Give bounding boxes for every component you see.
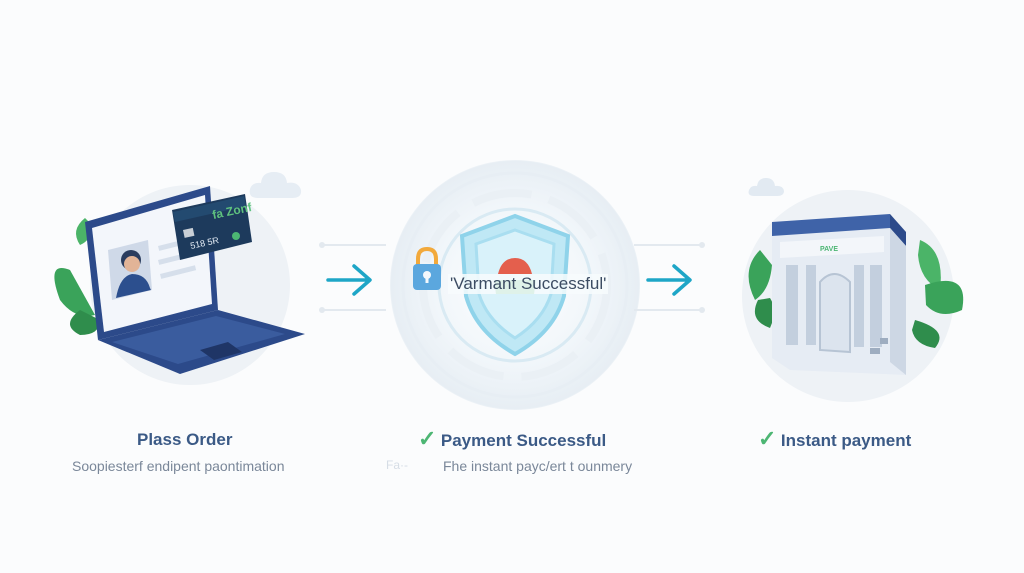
step-payment-successful: 'Varmant Successful' bbox=[390, 160, 650, 420]
step-title-place-order: Plass Order bbox=[137, 430, 233, 449]
step-subtitle-payment-successful: Fhe instant payc/ert t ounmery bbox=[443, 458, 633, 474]
step-title-instant-row: ✓ Instant payment bbox=[758, 426, 911, 452]
lock-icon bbox=[413, 246, 441, 290]
step-title-payment-successful: Payment Successful bbox=[440, 431, 607, 450]
arrow-right-icon bbox=[634, 242, 705, 313]
laptop-illustration bbox=[54, 186, 305, 374]
cloud-icon bbox=[748, 178, 784, 196]
step-title-payment-row: ✓ Payment Successful bbox=[418, 426, 606, 452]
step-place-order: fa Zonf 518 5R bbox=[40, 150, 320, 410]
check-icon: ✓ bbox=[418, 426, 437, 451]
step-subtitle-place-order: Soopiesterf endipent paontimation bbox=[72, 458, 285, 474]
check-icon: ✓ bbox=[758, 426, 777, 451]
cloud-icon bbox=[249, 172, 302, 198]
step-instant-payment: PAVE bbox=[730, 170, 990, 410]
arrow-right-icon bbox=[319, 242, 386, 313]
stray-text: Fa·- bbox=[386, 458, 408, 472]
step-title-instant-payment: Instant payment bbox=[780, 431, 912, 450]
building-sign-text: PAVE bbox=[820, 246, 839, 253]
shield-badge-text: 'Varmant Successful' bbox=[448, 274, 609, 294]
bank-building-illustration bbox=[748, 214, 964, 375]
